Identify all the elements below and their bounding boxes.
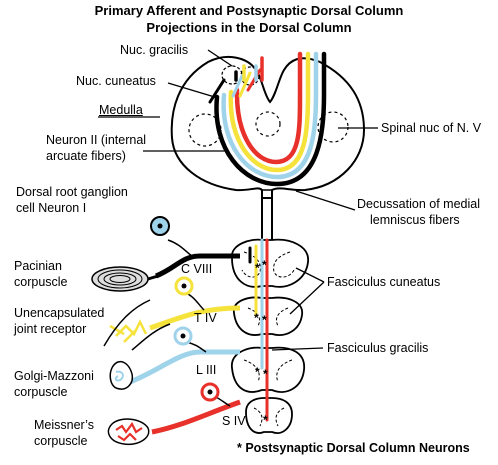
svg-text:*: * xyxy=(254,311,259,325)
label-neuron-ii-line2: arcuate fibers) xyxy=(46,149,126,163)
pathway-t4 xyxy=(103,276,241,351)
label-drg-line1: Dorsal root ganglion xyxy=(16,185,128,199)
pathway-s4 xyxy=(107,382,241,446)
svg-text:*: * xyxy=(255,365,260,379)
label-segment-l3: L III xyxy=(196,363,217,377)
label-nuc-gracilis: Nuc. gracilis xyxy=(120,43,189,57)
svg-text:*: * xyxy=(263,413,268,427)
svg-text:*: * xyxy=(263,367,268,381)
label-pacinian-line2: corpuscle xyxy=(14,275,68,289)
diagram-title-line1: Primary Afferent and Postsynaptic Dorsal… xyxy=(94,3,404,18)
label-fasciculus-cuneatus: Fasciculus cuneatus xyxy=(327,275,441,289)
ascending-axons-medulla xyxy=(234,56,264,82)
label-meissner-line2: corpuscle xyxy=(34,434,88,448)
label-joint-receptor-line2: joint receptor xyxy=(14,322,87,336)
label-joint-receptor-line1: Unencapsulated xyxy=(14,306,105,320)
label-segment-t4: T IV xyxy=(194,311,217,325)
joint-receptor-icon xyxy=(109,319,148,343)
label-segment-s4: S IV xyxy=(222,414,246,428)
label-golgi-mazzoni-line2: corpuscle xyxy=(14,385,68,399)
cord-segment-s4 xyxy=(245,397,293,434)
label-golgi-mazzoni-line1: Golgi-Mazzoni xyxy=(14,369,94,383)
label-meissner-line1: Meissner’s xyxy=(34,418,94,432)
label-spinal-nuc-n5: Spinal nuc of N. V xyxy=(381,121,482,135)
pacinian-corpuscle-icon xyxy=(91,266,149,292)
label-segment-c8: C VIII xyxy=(181,262,213,276)
footnote-postsynaptic: * Postsynaptic Dorsal Column Neurons xyxy=(237,441,470,455)
leader-lines xyxy=(98,49,378,351)
svg-text:*: * xyxy=(255,261,260,275)
label-drg-line2: cell Neuron I xyxy=(16,201,87,215)
label-neuron-ii-line1: Neuron II (internal xyxy=(46,133,147,147)
medial-lemniscus xyxy=(208,51,327,187)
pathway-l3 xyxy=(109,326,240,390)
svg-text:*: * xyxy=(262,313,267,327)
label-decussation-line1: Decussation of medial xyxy=(357,197,480,211)
pathway-c8 xyxy=(91,216,240,292)
cord-segment-c8 xyxy=(231,238,309,288)
svg-text:*: * xyxy=(262,258,267,272)
medulla-section xyxy=(170,55,366,199)
label-medulla: Medulla xyxy=(99,103,143,117)
golgi-mazzoni-icon xyxy=(109,360,134,390)
label-fasciculus-gracilis: Fasciculus gracilis xyxy=(327,341,429,355)
spinal-stalk xyxy=(261,198,273,240)
dorsal-column-axons xyxy=(248,238,269,422)
label-nuc-cuneatus: Nuc. cuneatus xyxy=(76,74,156,88)
diagram-title-line2: Projections in the Dorsal Column xyxy=(146,20,352,35)
label-pacinian-line1: Pacinian xyxy=(14,259,62,273)
label-decussation-line2: lemniscus fibers xyxy=(370,213,460,227)
postsynaptic-neurons: ** ** ** * xyxy=(254,258,268,427)
meissner-corpuscle-icon xyxy=(107,418,150,446)
